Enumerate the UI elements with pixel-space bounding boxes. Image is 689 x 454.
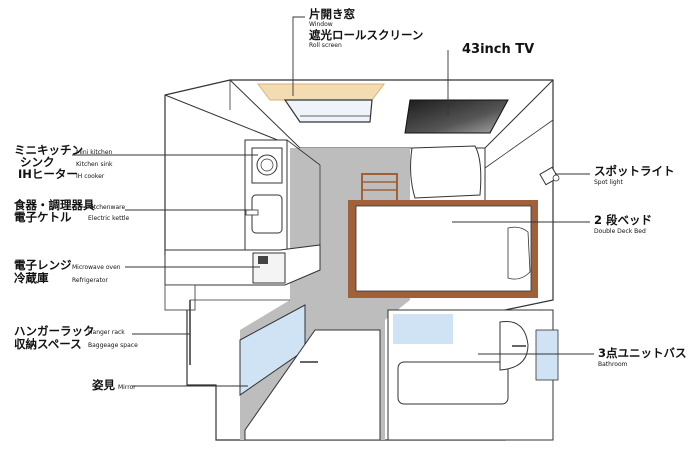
label-roll-jp: 遮光ロールスクリーン xyxy=(309,28,424,42)
leader-window xyxy=(292,16,305,96)
window-frame xyxy=(257,83,385,101)
label-bath-jp: 3点ユニットバス xyxy=(598,346,687,360)
label-spot-jp: スポットライト xyxy=(594,164,675,178)
label-ih-jp: IHヒーター xyxy=(18,167,78,181)
label-microwave-jp: 電子レンジ xyxy=(14,258,72,272)
ih-cooker xyxy=(251,147,283,184)
bathtub xyxy=(397,361,509,405)
label-kettle-en: Electric kettle xyxy=(88,215,130,222)
leader-lines xyxy=(72,16,594,387)
upper-pillow xyxy=(410,145,482,199)
microwave-panel xyxy=(258,256,268,264)
label-baggage-en: Baggeage space xyxy=(88,342,138,349)
entrance-door xyxy=(244,329,381,441)
bed-ladder xyxy=(361,173,398,203)
bath-mirror xyxy=(535,329,559,381)
label-roll-en: Roll screen xyxy=(309,42,342,49)
window-glass xyxy=(283,99,373,123)
label-hanger-jp: ハンガーラック xyxy=(14,324,95,338)
label-kettle-jp: 電子ケトル xyxy=(14,210,72,224)
label-sink-en: Kitchen sink xyxy=(76,161,113,168)
label-spot-en: Spot light xyxy=(594,179,623,186)
bed-mattress xyxy=(355,205,532,292)
label-sink-jp: シンク xyxy=(20,155,55,169)
wall-right xyxy=(484,119,554,169)
label-bath-en: Bathroom xyxy=(598,361,628,368)
label-tv: 43inch TV xyxy=(462,42,535,57)
microwave-oven xyxy=(252,252,286,284)
tv-screen xyxy=(404,99,509,134)
ih-burner xyxy=(260,158,274,172)
wall-left xyxy=(164,94,286,144)
label-window-jp: 片開き窓 xyxy=(309,7,355,21)
spot-light-lens xyxy=(552,174,560,182)
bath-glass xyxy=(393,314,453,344)
kitchen-cabinet-edge xyxy=(286,139,321,166)
label-hanger-en: Hanger rack xyxy=(88,329,125,336)
spot-light xyxy=(539,166,559,186)
bed-pillow xyxy=(507,226,531,280)
label-fridge-en: Refrigerator xyxy=(72,277,108,284)
fridge-top xyxy=(164,244,321,286)
label-microwave-en: Microwave oven xyxy=(72,264,121,271)
label-mirror-jp: 姿見 xyxy=(92,378,115,392)
label-window-en: Window xyxy=(309,21,333,28)
label-kitchenware-en: Kitchenware xyxy=(88,204,126,211)
label-bed-jp: 2 段ベッド xyxy=(594,213,653,227)
label-mini-kitchen-jp: ミニキッチン xyxy=(14,143,83,157)
label-bed-en: Double Deck Bed xyxy=(594,228,646,235)
sink-faucet xyxy=(245,209,259,216)
label-ih-en: IH cooker xyxy=(76,173,105,180)
label-mini-kitchen-en: Mini kitchen xyxy=(76,149,113,156)
label-baggage-jp: 収納スペース xyxy=(14,337,82,351)
label-mirror-en: Mirror xyxy=(118,384,136,391)
ih-burner xyxy=(256,154,278,176)
label-kitchenware-jp: 食器・調理器具 xyxy=(14,198,95,212)
label-fridge-jp: 冷蔵庫 xyxy=(14,271,49,285)
